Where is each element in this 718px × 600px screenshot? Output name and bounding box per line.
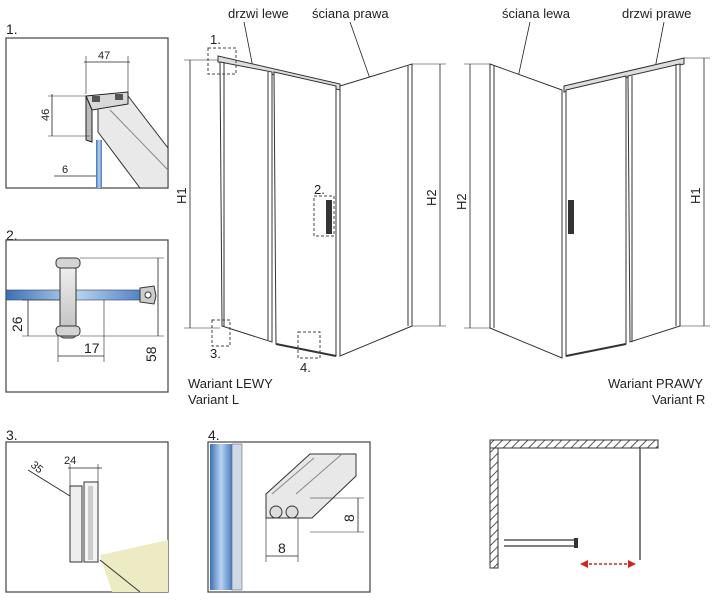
detail-4-number: 4. — [208, 427, 220, 443]
detail-4-b-label: 8 — [341, 514, 357, 522]
right-door-panel-1 — [565, 75, 627, 357]
left-wall-label: ściana prawa — [312, 6, 389, 21]
detail-1-height-label: 46 — [40, 109, 52, 121]
left-callout-4: 4. — [300, 360, 311, 375]
detail-2: 2. 26 17 58 — [5, 227, 169, 393]
left-door-handle — [326, 200, 332, 234]
left-h1-label: H1 — [174, 187, 189, 204]
right-variant-pl: Wariant PRAWY — [608, 376, 703, 391]
detail-1: 1. 47 46 6 — [5, 21, 169, 189]
left-callout-3: 3. — [210, 346, 221, 361]
detail-2-c-label: 58 — [143, 346, 159, 362]
detail-3-profile-left — [69, 485, 83, 563]
detail-1-glass — [96, 140, 102, 188]
detail-3-floor — [100, 540, 168, 592]
detail-1-gap-label: 6 — [62, 164, 68, 176]
left-door-panel-1 — [219, 61, 273, 343]
right-wall-panel — [489, 63, 563, 359]
plan-view — [489, 439, 659, 569]
left-wall-panel — [339, 63, 413, 357]
left-door-label: drzwi lewe — [228, 6, 289, 21]
detail-3-b-label: 24 — [64, 455, 76, 467]
left-callout-2: 2. — [314, 182, 325, 197]
left-variant-en: Variant L — [188, 392, 239, 407]
left-variant-pl: Wariant LEWY — [188, 376, 273, 391]
detail-2-frame — [5, 239, 169, 393]
detail-4-glass — [210, 444, 232, 590]
detail-1-width-label: 47 — [98, 50, 110, 62]
right-h2-label: H2 — [454, 193, 469, 210]
plan-top-wall — [489, 439, 659, 449]
right-variant-en: Variant R — [652, 392, 705, 407]
plan-left-wall — [489, 447, 499, 569]
detail-2-a-label: 26 — [9, 316, 25, 332]
right-door-panel-2 — [627, 63, 681, 343]
detail-4-a-label: 8 — [278, 540, 286, 556]
right-h1-label: H1 — [688, 187, 703, 204]
detail-4: 4. 8 8 — [207, 427, 371, 593]
detail-3: 3. 24 35 — [5, 427, 169, 593]
left-h2-label: H2 — [424, 189, 439, 206]
left-variant-view: drzwi lewe ściana prawa 1. 2. 3. 4. H1 — [174, 6, 446, 407]
detail-1-number: 1. — [6, 21, 18, 37]
detail-3-number: 3. — [6, 427, 18, 443]
right-door-handle — [568, 200, 574, 234]
right-variant-view: ściana lewa drzwi prawe H2 H1 Wariant PR… — [454, 6, 710, 407]
detail-2-number: 2. — [6, 227, 18, 243]
right-wall-label: ściana lewa — [502, 6, 571, 21]
detail-2-b-label: 17 — [84, 340, 100, 356]
right-door-label: drzwi prawe — [622, 6, 691, 21]
left-callout-1: 1. — [210, 32, 221, 47]
